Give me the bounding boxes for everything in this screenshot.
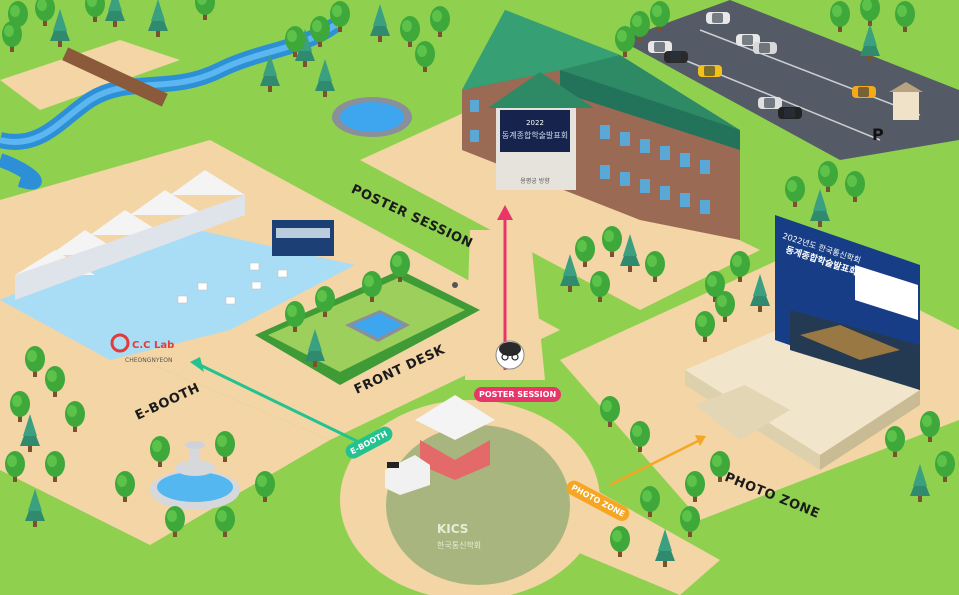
svg-text:용평궁 방향: 용평궁 방향 xyxy=(520,177,550,185)
svg-text:동계종합학술발표회: 동계종합학술발표회 xyxy=(502,130,568,140)
photo-zone-arrow xyxy=(609,438,701,487)
nav-tag-poster-session[interactable]: POSTER SESSION xyxy=(474,387,562,402)
parking-lot xyxy=(620,0,959,160)
kics-logo: KICS xyxy=(437,522,468,536)
poster-session-building: 2022 동계종합학술발표회 용평궁 방향 xyxy=(462,10,740,240)
c-c-lab-logo: C.C Lab xyxy=(132,340,174,351)
fountain xyxy=(150,441,240,510)
e-booth-arrow xyxy=(199,363,366,447)
front-desk-hotspot[interactable] xyxy=(255,270,480,385)
photo-zone-hotspot[interactable] xyxy=(685,215,920,470)
photo-zone-stage: 2022년도 한국통신학회 동계종합학술발표회 xyxy=(685,215,920,470)
character-avatar-icon xyxy=(495,340,525,370)
poster-session-building-hotspot[interactable] xyxy=(462,10,740,240)
central-tent xyxy=(385,395,495,495)
svg-text:한국통신학회: 한국통신학회 xyxy=(437,540,481,550)
svg-text:2022: 2022 xyxy=(526,119,544,127)
parking-sign-icon: P xyxy=(872,125,884,144)
e-booth-area xyxy=(0,225,355,360)
svg-text:CHEONGNYEON: CHEONGNYEON xyxy=(125,357,173,364)
booth-tents xyxy=(15,170,334,300)
character-avatar-hotspot[interactable] xyxy=(495,340,525,370)
